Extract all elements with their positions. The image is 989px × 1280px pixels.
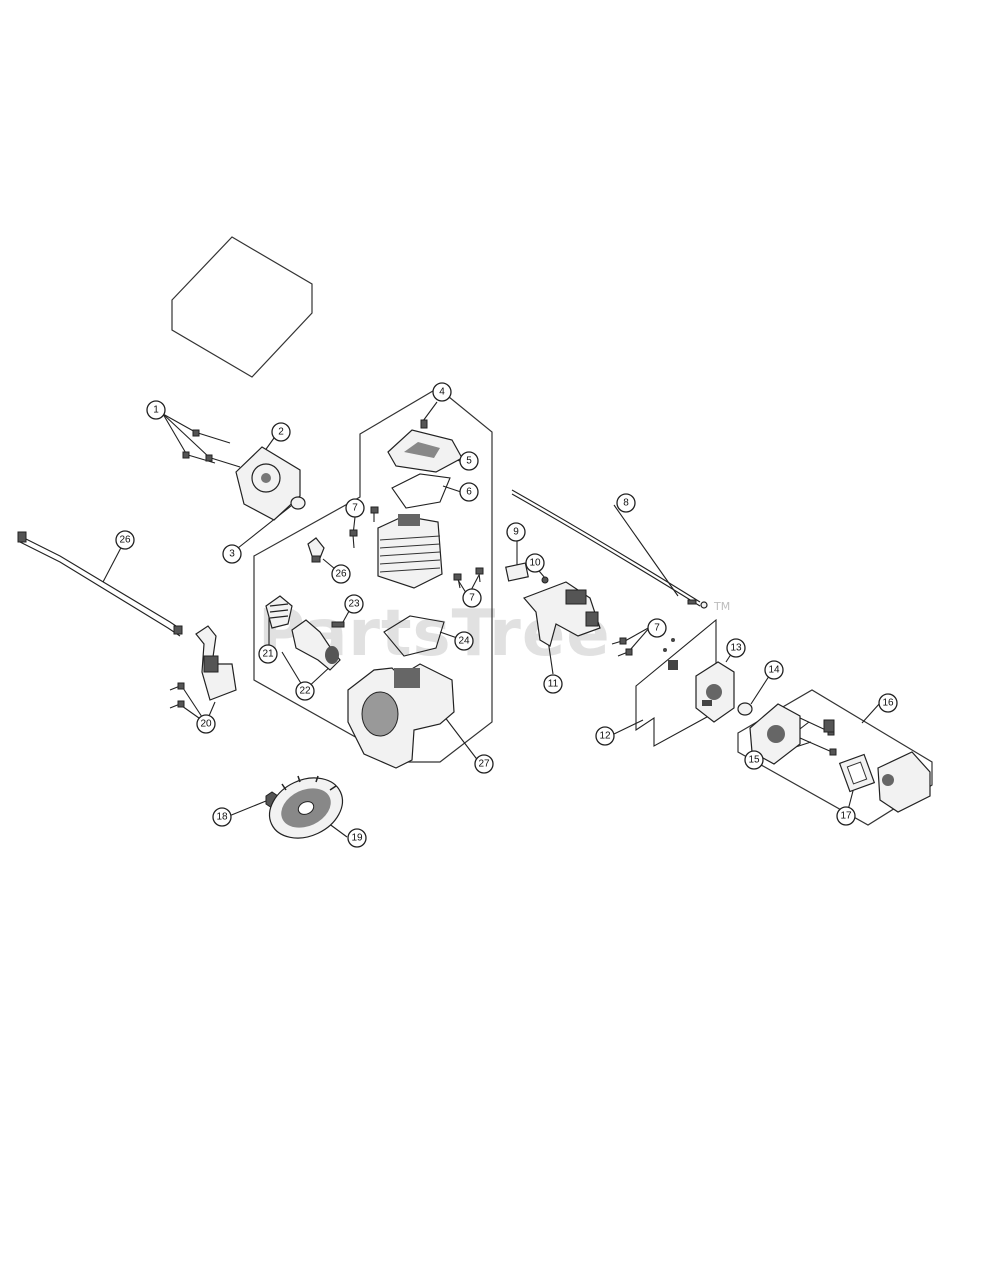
callout-1: 1 [146,400,166,420]
callout-27-label: 27 [478,759,490,770]
spring-part-21 [265,595,293,629]
callout-7a-label: 7 [352,503,358,514]
insulator-plate-part-12 [635,618,717,747]
callout-15-label: 15 [748,755,760,766]
callout-26a-label: 26 [119,535,131,546]
starter-cover-part-2 [235,446,301,521]
callout-14: 14 [764,660,784,680]
carburetor-part-13 [695,661,735,723]
callout-19-label: 19 [351,833,363,844]
callout-7b: 7 [462,588,482,608]
group-box-air-filter [737,689,933,826]
callout-5: 5 [459,451,479,471]
callout-2-label: 2 [278,427,284,438]
callout-7a: 7 [345,498,365,518]
callout-4: 4 [432,382,452,402]
crankcase-part-27 [347,663,455,769]
gasket-part-6 [391,473,451,509]
callout-21-label: 21 [262,649,274,660]
callout-24-label: 24 [458,636,470,647]
callout-7b-label: 7 [469,593,475,604]
callout-12-label: 12 [599,731,611,742]
callout-27: 27 [474,754,494,774]
callout-9-label: 9 [513,527,519,538]
callout-13-label: 13 [730,643,742,654]
group-box-starter-cover [171,236,313,378]
callout-24: 24 [454,631,474,651]
callout-9: 9 [506,522,526,542]
callout-7c-label: 7 [654,623,660,634]
callout-10: 10 [525,553,545,573]
callout-18-label: 18 [216,812,228,823]
callout-14-label: 14 [768,665,780,676]
callout-26b: 26 [331,564,351,584]
group-box-engine-block [253,387,493,763]
callout-23-label: 23 [348,599,360,610]
callout-17-label: 17 [840,811,852,822]
bolts-part-7 [349,506,633,657]
bracket-part-11 [522,581,601,647]
callout-20: 20 [196,714,216,734]
cylinder-part [377,514,443,589]
callout-22: 22 [295,681,315,701]
gasket-part-24 [383,615,445,657]
callout-3: 3 [222,544,242,564]
screws-part-1 [182,429,241,468]
callout-12: 12 [595,726,615,746]
flywheel-part-19 [268,775,344,839]
callout-17: 17 [836,806,856,826]
watermark-trademark: TM [713,600,730,613]
callout-11: 11 [543,674,563,694]
callout-10-label: 10 [529,558,541,569]
callout-8-label: 8 [623,498,629,509]
callout-1-label: 1 [153,405,159,416]
callout-3-label: 3 [229,549,235,560]
callout-20-label: 20 [200,719,212,730]
callout-13: 13 [726,638,746,658]
screw-part-4 [420,419,428,429]
callout-22-label: 22 [299,686,311,697]
callout-16: 16 [878,693,898,713]
boot-part-22 [291,619,341,671]
seal-part-3 [290,496,306,510]
air-filter-base-part-16 [749,703,835,765]
pin-part-23 [331,621,345,628]
callout-16-label: 16 [882,698,894,709]
spark-plug-part-26 [307,537,325,563]
callout-18: 18 [212,807,232,827]
callout-15: 15 [744,750,764,770]
callout-23: 23 [344,594,364,614]
callout-26a: 26 [115,530,135,550]
nut-part-10 [541,576,549,584]
cylinder-cover-part-5 [387,429,463,473]
air-filter-part-17 [838,751,931,813]
callout-5-label: 5 [466,456,472,467]
wire-part-26 [17,531,183,637]
callout-19: 19 [347,828,367,848]
callout-26b-label: 26 [335,569,347,580]
callout-6-label: 6 [466,487,472,498]
callout-4-label: 4 [439,387,445,398]
throttle-cable-part-8 [511,489,708,609]
ignition-coil-part-20 [169,625,237,709]
callout-21: 21 [258,644,278,664]
callout-7c: 7 [647,618,667,638]
o-ring-part-14 [737,702,753,716]
plate-part-9 [505,562,529,582]
callout-11-label: 11 [548,679,559,690]
callout-6: 6 [459,482,479,502]
callout-8: 8 [616,493,636,513]
callout-2: 2 [271,422,291,442]
